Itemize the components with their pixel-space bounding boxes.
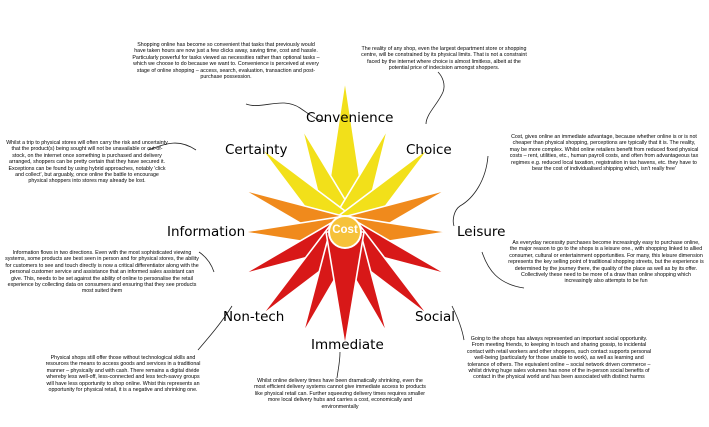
note-convenience: Shopping online has become so convenient… [132, 42, 320, 81]
connector-convenience [245, 102, 327, 121]
note-nontech: Physical shops still offer those without… [45, 355, 201, 394]
note-immediate: Whilst online delivery times have been d… [254, 378, 426, 410]
label-certainty: Certainty [225, 142, 288, 158]
label-leisure: Leisure [457, 224, 506, 240]
connector-nontech [197, 305, 233, 351]
connector-information [198, 251, 215, 273]
connector-cost [452, 155, 489, 227]
note-certainty: Whilst a trip to physical stores will of… [6, 140, 168, 185]
connector-leisure [481, 251, 525, 289]
connector-certainty [147, 142, 197, 151]
note-social: Going to the shops has always represente… [466, 336, 652, 381]
note-cost: Cost, gives online an immediate advantag… [509, 134, 699, 173]
center-label: Cost [332, 224, 358, 236]
label-social: Social [415, 309, 456, 325]
center-circle [328, 215, 362, 249]
connector-social [451, 305, 465, 341]
label-information: Information [167, 224, 246, 240]
label-nontech: Non-tech [223, 309, 285, 325]
label-immediate: Immediate [311, 337, 384, 353]
connector-lines [147, 71, 525, 379]
note-information: Information flows in two directions. Eve… [5, 250, 199, 295]
label-convenience: Convenience [306, 110, 394, 126]
note-choice: The reality of any shop, even the larges… [361, 46, 527, 72]
star-rays [242, 79, 448, 347]
ray-south [325, 231, 365, 347]
connector-immediate [336, 351, 341, 379]
label-choice: Choice [406, 142, 452, 158]
note-leisure: As everyday necessity purchases become i… [508, 240, 704, 285]
connector-choice [425, 71, 445, 125]
